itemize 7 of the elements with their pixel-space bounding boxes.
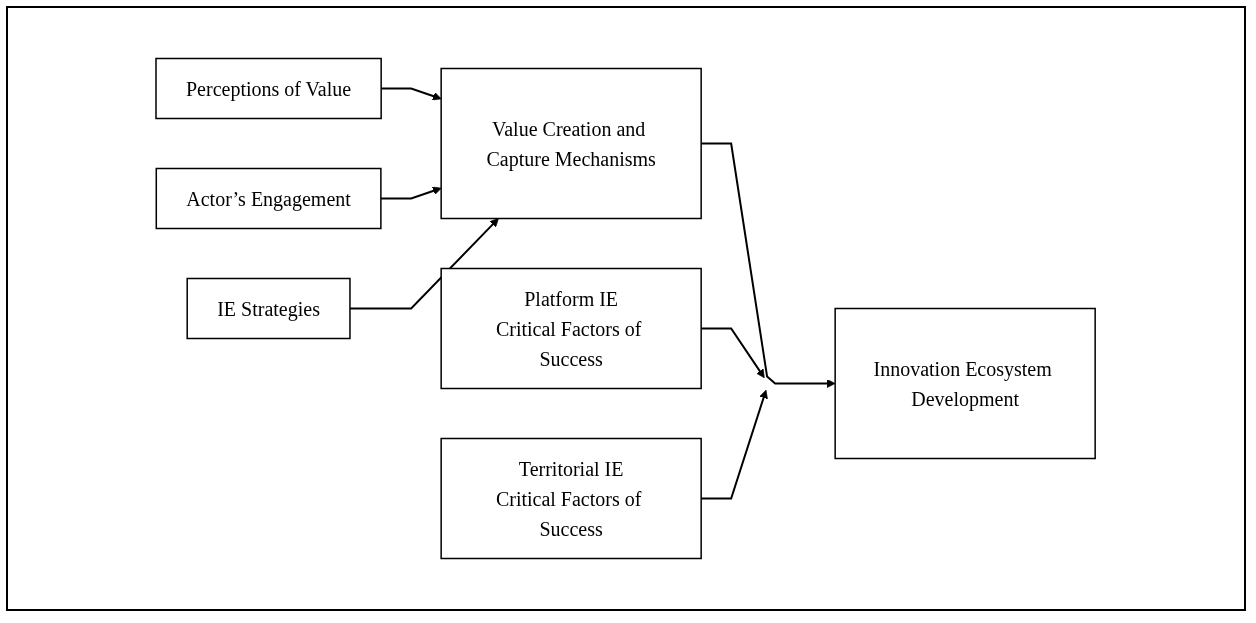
process-box: Innovation Ecosystem Development: [834, 307, 1097, 460]
process-box: Platform IE Critical Factors of Success: [440, 267, 703, 390]
process-box: Perceptions of Value: [155, 57, 383, 120]
process-box: IE Strategies: [186, 277, 352, 340]
process-box: Territorial IE Critical Factors of Success: [440, 437, 703, 560]
process-box: Value Creation and Capture Mechanisms: [440, 67, 703, 220]
process-box: Actor’s Engagement: [155, 167, 383, 230]
